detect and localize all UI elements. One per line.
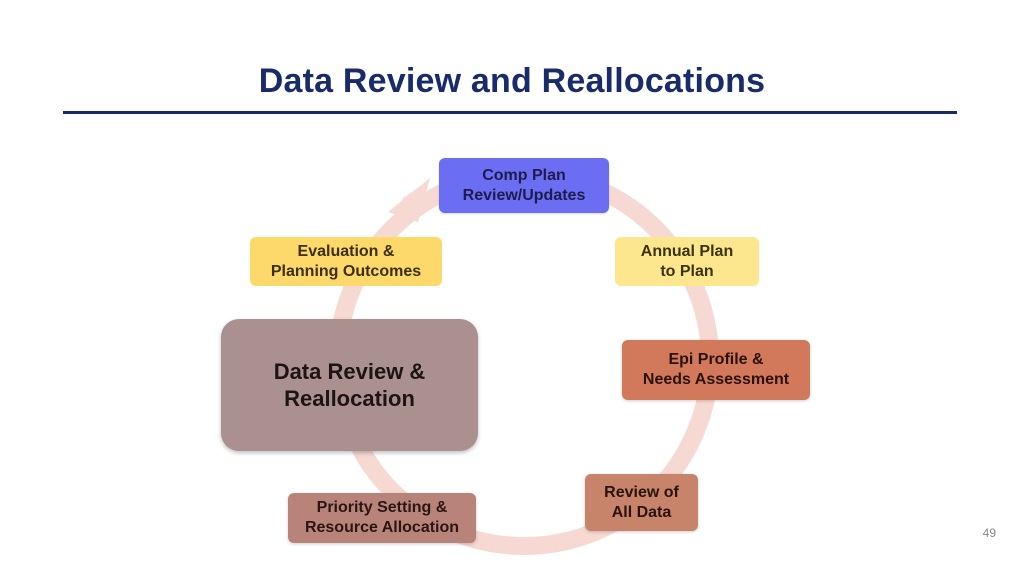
- node-review-data: Review of All Data: [585, 474, 698, 531]
- slide-title: Data Review and Reallocations: [258, 62, 766, 100]
- page-number: 49: [982, 526, 996, 540]
- node-epi-profile: Epi Profile & Needs Assessment: [622, 340, 810, 400]
- node-evaluation: Evaluation & Planning Outcomes: [250, 237, 442, 286]
- cycle-arrowhead-large: [388, 178, 430, 222]
- node-annual-plan: Annual Plan to Plan: [615, 237, 759, 286]
- center-node-data-review: Data Review & Reallocation: [221, 319, 478, 451]
- title-underline: [63, 111, 957, 114]
- node-priority-setting: Priority Setting & Resource Allocation: [288, 493, 476, 543]
- node-comp-plan: Comp Plan Review/Updates: [439, 158, 609, 213]
